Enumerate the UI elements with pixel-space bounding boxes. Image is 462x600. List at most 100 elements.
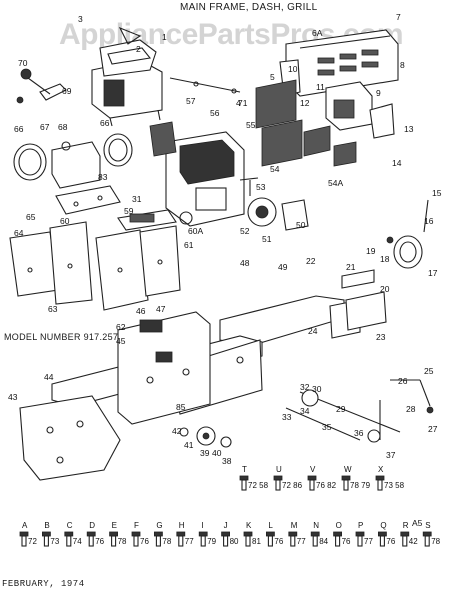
hardware-item-f: F76 (131, 521, 149, 547)
part-label: 60A (188, 226, 203, 236)
bolt-icon (42, 531, 51, 537)
bolt-icon (355, 531, 365, 537)
bolt-shank (312, 535, 318, 547)
linkage-part (285, 379, 434, 443)
hardware-refs: 74 (73, 537, 82, 546)
part-label: 21 (346, 262, 356, 272)
part-label: 8 (400, 60, 405, 70)
part-label: 66 (100, 118, 110, 128)
part-number-labels: 3 1 2 70 69 71 6A 7 8 9 10 11 12 13 14 1… (8, 12, 442, 466)
hardware-letter: A (22, 521, 28, 530)
hardware-refs: 78 (162, 537, 171, 546)
part-label: 4 (236, 98, 241, 108)
bolt-shank (402, 535, 408, 547)
part-label: 55 (246, 120, 256, 130)
bolt-icon (243, 531, 253, 537)
part-label: 71 (238, 98, 248, 108)
part-label: 69 (62, 86, 72, 96)
part-label: 18 (380, 254, 390, 264)
part-label: 35 (322, 422, 332, 432)
fuel-tank-part (51, 141, 101, 189)
part-label: 38 (222, 456, 232, 466)
hardware-item-h: H77 (176, 521, 194, 547)
bolt-shank (379, 535, 385, 547)
bolt-icon (198, 531, 208, 537)
bolt-icon (341, 475, 351, 481)
hardware-item-t: T72 58 (239, 465, 269, 491)
part-label: 61 (184, 240, 194, 250)
part-label: 1 (162, 32, 167, 42)
hardware-letter: T (242, 465, 247, 474)
part-label: 50 (296, 220, 306, 230)
bolt-shank (241, 479, 247, 491)
bolt-icon (239, 475, 249, 481)
hardware-item-d: D76 (86, 521, 105, 547)
hardware-item-g: G78 (153, 521, 172, 547)
hardware-refs: 42 (409, 537, 418, 546)
footer-date: FEBRUARY, 1974 (2, 579, 85, 589)
bolt-icon (377, 531, 387, 537)
hardware-item-r: R42 (400, 521, 418, 547)
part-label: 49 (278, 262, 288, 272)
bolt-shank (88, 535, 94, 547)
hardware-refs: 73 58 (384, 481, 405, 490)
part-label: 10 (288, 64, 298, 74)
hardware-letter: R (403, 521, 409, 530)
hardware-letter: E (112, 521, 117, 530)
hardware-refs: 76 82 (316, 481, 337, 490)
bolt-icon (422, 531, 432, 537)
part-label: 3 (78, 14, 83, 24)
hardware-refs: 78 (118, 537, 127, 546)
part-label: 56 (210, 108, 220, 118)
hardware-item-s: S78 (422, 521, 441, 547)
part-label: 5 (270, 72, 275, 82)
headlight-part (13, 133, 133, 181)
hardware-letter: I (201, 521, 203, 530)
hardware-letter: O (336, 521, 342, 530)
hardware-refs: 81 (252, 537, 261, 546)
hardware-item-q: Q76 (377, 521, 396, 547)
bolt-shank (133, 535, 139, 547)
page-title: MAIN FRAME, DASH, GRILL (180, 2, 318, 13)
part-label: 19 (366, 246, 376, 256)
hardware-item-l: L76 (265, 521, 284, 547)
hardware-item-k: K81 (243, 521, 261, 547)
part-label: 65 (26, 212, 36, 222)
bolt-icon (333, 531, 343, 537)
model-number-label: MODEL NUMBER 917.25742 (4, 332, 129, 342)
bolt-shank (424, 535, 430, 547)
starter-generator-part (247, 180, 309, 231)
part-label: 27 (428, 424, 438, 434)
bolt-icon (310, 531, 320, 537)
cross-member-part (117, 311, 211, 425)
hardware-letter: W (344, 465, 352, 474)
hardware-refs: 77 (185, 537, 194, 546)
hardware-refs: 76 (342, 537, 351, 546)
hardware-refs: 79 (207, 537, 216, 546)
part-label: 40 (212, 448, 222, 458)
bolt-shank (245, 535, 251, 547)
bolt-shank (377, 479, 383, 491)
part-label: 6A (312, 28, 323, 38)
hardware-refs: 80 (230, 537, 239, 546)
part-label: 14 (392, 158, 402, 168)
hardware-letter: J (224, 521, 228, 530)
bolt-icon (131, 531, 141, 537)
hardware-letter: H (179, 521, 185, 530)
hardware-item-w: W78 79 (341, 465, 371, 491)
bolt-icon (19, 531, 29, 537)
part-label: 36 (354, 428, 364, 438)
part-label: 68 (58, 122, 68, 132)
bolt-icon (375, 475, 385, 481)
hardware-item-a: A72 (19, 521, 37, 547)
part-label: 32 (300, 382, 310, 392)
hardware-refs: 77 (297, 537, 306, 546)
frame-panel-part (9, 209, 181, 311)
bolt-icon (109, 531, 118, 537)
bolt-icon (153, 531, 163, 537)
hardware-item-e: E78 (109, 521, 127, 547)
part-label: 67 (40, 122, 50, 132)
hardware-refs: 84 (319, 537, 328, 546)
